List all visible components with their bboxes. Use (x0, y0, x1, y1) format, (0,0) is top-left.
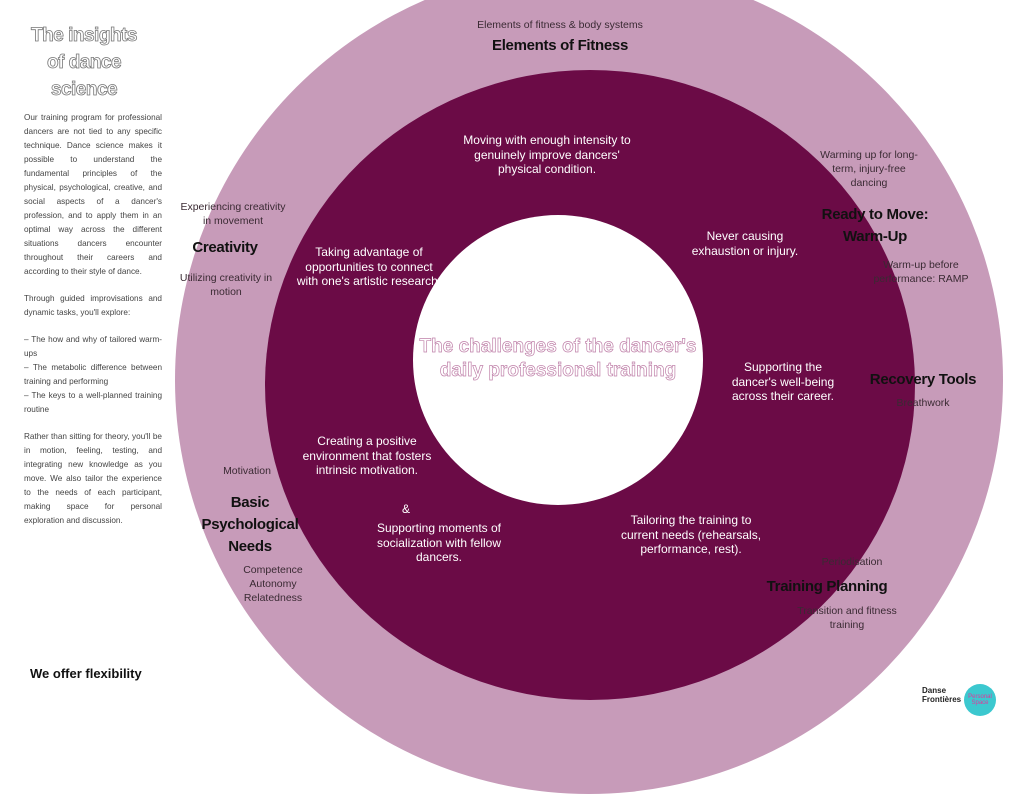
need-item: Relatedness (243, 592, 303, 604)
bullet: – The metabolic difference between train… (24, 363, 162, 386)
sidebar-title: The insights of dance science (31, 25, 138, 101)
ring-tailoring: Tailoring the training to current needs … (620, 513, 762, 556)
inner-circle (413, 215, 703, 505)
explore-paragraph: Through guided improvisations and dynami… (24, 294, 162, 317)
planning-heading: Training Planning (766, 578, 888, 595)
danse-frontieres-logo: Danse Frontières (922, 686, 962, 704)
ring-intensity: Moving with enough intensity to genuinel… (463, 133, 631, 176)
ring-positive: Creating a positive environment that fos… (302, 434, 432, 477)
recovery-heading: Recovery Tools (869, 371, 977, 388)
psych-items: Competence Autonomy Relatedness (236, 563, 310, 605)
ring-ampersand: & (401, 502, 410, 516)
flexibility-heading: We offer flexibility (30, 666, 142, 681)
method-paragraph: Rather than sitting for theory, you'll b… (24, 432, 162, 525)
center-title: The challenges of the dancer's daily pro… (419, 336, 697, 382)
need-item: Competence (243, 564, 303, 576)
ring-wellbeing: Supporting the dancer's well-being acros… (731, 360, 835, 403)
intro-paragraph: Our training program for professional da… (24, 113, 162, 276)
psych-sub: Motivation (223, 465, 271, 477)
recovery-sub: Breathwork (896, 397, 950, 409)
bullet: – The how and why of tailored warm-ups (24, 335, 162, 358)
creativity-sub: Experiencing creativity in movement (180, 201, 286, 227)
logos: Danse Frontières Personal Space (922, 684, 996, 716)
ring-social: Supporting moments of socialization with… (376, 521, 502, 564)
fitness-heading: Elements of Fitness (491, 37, 628, 54)
warmup-sub: Warming up for long-term, injury-free da… (820, 149, 918, 189)
planning-sub: Periodisation (821, 556, 883, 568)
planning-sub2: Transition and fitness training (797, 605, 897, 631)
sidebar: The insights of dance science Our traini… (24, 22, 162, 541)
warmup-heading: Ready to Move: Warm-Up (821, 206, 929, 245)
psych-heading: Basic Psychological Needs (201, 494, 299, 555)
fitness-sub: Elements of fitness & body systems (477, 19, 643, 31)
bullet-list: – The how and why of tailored warm-ups –… (24, 333, 162, 417)
bullet: – The keys to a well-planned training ro… (24, 391, 162, 414)
creativity-heading: Creativity (192, 239, 258, 256)
warmup-sub2: Warm-up before performance: RAMP (873, 259, 969, 285)
ring-artistic: Taking advantage of opportunities to con… (296, 245, 442, 288)
creativity-sub2: Utilizing creativity in motion (179, 272, 273, 298)
need-item: Autonomy (249, 578, 297, 590)
personal-space-logo: Personal Space (964, 684, 996, 716)
ring-exhaustion: Never causing exhaustion or injury. (691, 229, 799, 258)
